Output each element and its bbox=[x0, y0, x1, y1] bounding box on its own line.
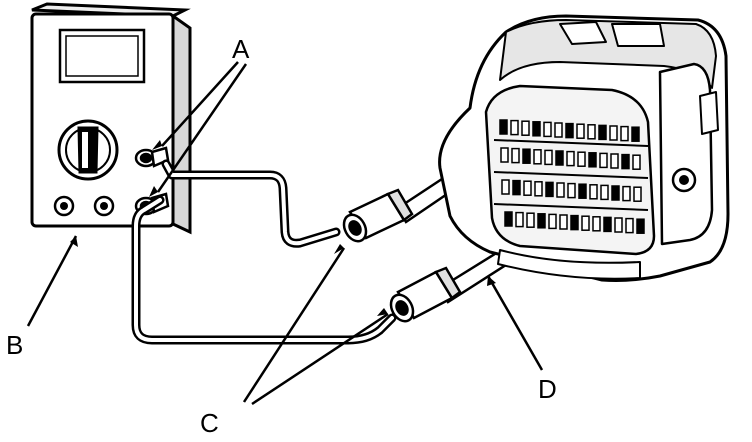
leader-arrowheads bbox=[70, 140, 496, 316]
test-leads bbox=[131, 159, 397, 345]
multimeter bbox=[30, 2, 192, 235]
terminal-cavity bbox=[576, 123, 585, 139]
terminal-cavity bbox=[515, 211, 524, 228]
terminal-cavity bbox=[523, 180, 532, 196]
terminal-cavity bbox=[565, 122, 574, 139]
terminal-cavity bbox=[610, 153, 619, 169]
leader-b bbox=[26, 235, 78, 327]
terminal-cavity bbox=[599, 152, 608, 169]
multimeter-display bbox=[58, 28, 146, 84]
terminal-cavity bbox=[537, 213, 546, 229]
terminal-cavity bbox=[603, 216, 612, 233]
terminal-cavity bbox=[532, 121, 541, 137]
callout-d: D bbox=[538, 374, 557, 404]
terminal-cavity bbox=[611, 185, 620, 201]
terminal-cavity bbox=[598, 124, 607, 141]
terminal-cavity bbox=[556, 182, 565, 198]
cavity-row-divider bbox=[493, 203, 649, 211]
terminal-cavity bbox=[631, 126, 640, 142]
terminal-cavity-grid bbox=[493, 119, 649, 234]
cavity-row-divider bbox=[493, 171, 649, 179]
terminal-cavity bbox=[609, 125, 618, 141]
terminal-cavity bbox=[621, 153, 630, 170]
terminal-cavity bbox=[570, 214, 579, 231]
cavity-row-divider bbox=[493, 139, 649, 147]
callout-b: B bbox=[6, 330, 23, 360]
terminal-cavity bbox=[592, 216, 601, 232]
terminal-cavity bbox=[534, 181, 543, 197]
callout-a: A bbox=[232, 34, 250, 64]
terminal-cavity bbox=[543, 121, 552, 138]
terminal-cavity bbox=[632, 154, 641, 170]
terminal-cavity bbox=[500, 147, 509, 163]
terminal-cavity bbox=[548, 213, 557, 230]
terminal-cavity bbox=[499, 119, 508, 135]
terminal-cavity bbox=[588, 152, 597, 168]
leader-c-lower bbox=[251, 312, 389, 406]
terminal-cavity bbox=[581, 215, 590, 231]
terminal-cavity bbox=[504, 211, 513, 227]
leader-d bbox=[486, 275, 544, 371]
terminal-cavity bbox=[555, 150, 564, 166]
terminal-cavity bbox=[622, 185, 631, 202]
terminal-cavity bbox=[554, 122, 563, 138]
terminal-cavity bbox=[526, 212, 535, 228]
terminal-cavity bbox=[544, 149, 553, 166]
terminal-cavity bbox=[533, 149, 542, 165]
terminal-cavity bbox=[567, 182, 576, 199]
terminal-cavity bbox=[625, 217, 634, 234]
terminal-cavity bbox=[545, 181, 554, 198]
terminal-cavity bbox=[614, 217, 623, 233]
leader-a-upper bbox=[161, 61, 239, 147]
terminal-cavity bbox=[511, 147, 520, 164]
terminal-cavity bbox=[578, 183, 587, 199]
leader-lines bbox=[26, 61, 544, 406]
terminal-cavity bbox=[589, 184, 598, 200]
rotary-dial bbox=[57, 119, 119, 181]
terminal-cavity bbox=[521, 120, 530, 136]
leader-c-upper bbox=[242, 247, 346, 403]
terminal-cavity bbox=[577, 151, 586, 167]
terminal-cavity bbox=[633, 186, 642, 202]
terminal-cavity bbox=[559, 214, 568, 230]
terminal-cavity bbox=[566, 150, 575, 167]
ecm-connector bbox=[438, 14, 730, 282]
terminal-cavity bbox=[620, 125, 629, 142]
terminal-cavity bbox=[587, 124, 596, 140]
terminal-cavity bbox=[636, 218, 645, 234]
terminal-cavity bbox=[510, 119, 519, 136]
terminal-cavity bbox=[512, 179, 521, 196]
terminal-cavity bbox=[501, 179, 510, 195]
terminal-cavity bbox=[600, 184, 609, 201]
callout-c: C bbox=[200, 408, 219, 438]
leader-a-lower bbox=[156, 63, 248, 193]
terminal-cavity bbox=[522, 148, 531, 164]
